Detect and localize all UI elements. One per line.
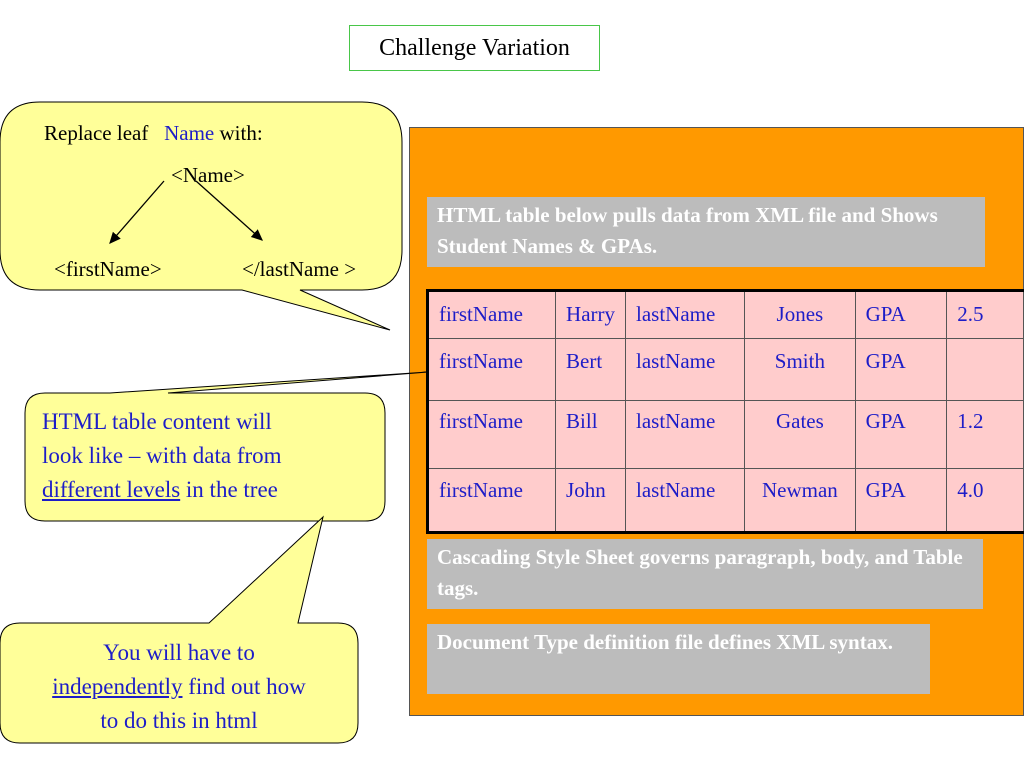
table-cell: Newman: [744, 468, 856, 533]
table-cell: firstName: [426, 338, 557, 401]
table-row: firstName John lastName Newman GPA 4.0: [426, 468, 1024, 533]
table-cell: lastName: [625, 290, 746, 339]
replace-leaf-line: Replace leaf Name with:: [44, 121, 263, 146]
tree-callout-bubble: [0, 101, 403, 331]
student-gpa-table: firstName Harry lastName Jones GPA 2.5 f…: [426, 289, 1024, 534]
note-dtd: Document Type definition file defines XM…: [427, 624, 930, 694]
table-row: firstName Bert lastName Smith GPA: [426, 338, 1024, 401]
table-cell: Smith: [744, 338, 856, 401]
table-cell: Bert: [555, 338, 627, 401]
table-cell: 4.0: [946, 468, 1024, 533]
table-row: firstName Harry lastName Jones GPA 2.5: [426, 290, 1024, 339]
table-cell: GPA: [854, 290, 948, 339]
table-cell: firstName: [426, 400, 557, 469]
table-cell: GPA: [854, 468, 948, 533]
html-callout-bubble: [0, 515, 359, 744]
html-callout-text: You will have to independently find out …: [0, 636, 358, 738]
table-cell: GPA: [854, 400, 948, 469]
table-cell: Jones: [744, 290, 856, 339]
note-xml-table: HTML table below pulls data from XML fil…: [427, 197, 985, 267]
table-cell: firstName: [426, 290, 557, 339]
table-cell: John: [555, 468, 627, 533]
html-callout-line2: independently find out how: [0, 670, 358, 704]
table-callout-after: in the tree: [180, 477, 278, 502]
html-callout-line3: to do this in html: [100, 708, 258, 733]
table-cell: 1.2: [946, 400, 1024, 469]
table-cell: Bill: [555, 400, 627, 469]
replace-leaf-prefix: Replace leaf: [44, 121, 149, 145]
table-callout-text: HTML table content will look like – with…: [42, 405, 372, 507]
table-callout-bubble: [24, 371, 429, 522]
table-cell: lastName: [625, 338, 746, 401]
table-cell: firstName: [426, 468, 557, 533]
note-css: Cascading Style Sheet governs paragraph,…: [427, 539, 983, 609]
html-callout-after: find out how: [182, 674, 306, 699]
html-callout-line1: You will have to: [103, 640, 255, 665]
tree-left-child: <firstName>: [54, 257, 162, 281]
table-callout-line1: HTML table content will: [42, 409, 272, 434]
table-callout-line2: look like – with data from: [42, 443, 282, 468]
table-cell: lastName: [625, 468, 746, 533]
tree-right-child: </lastName >: [242, 257, 357, 281]
replace-leaf-suffix: with:: [219, 121, 263, 145]
table-cell: [946, 338, 1024, 401]
tree-root-node: <Name>: [171, 163, 245, 187]
table-cell: 2.5: [946, 290, 1024, 339]
tree-arrow-left: [109, 180, 165, 244]
html-callout-underlined: independently: [52, 674, 183, 699]
table-cell: GPA: [854, 338, 948, 401]
table-callout-underlined: different levels: [42, 477, 181, 502]
table-cell: lastName: [625, 400, 746, 469]
tree-arrow-right: [195, 180, 263, 241]
table-cell: Harry: [555, 290, 627, 339]
leaf-name: Name: [164, 121, 215, 145]
table-cell: Gates: [744, 400, 856, 469]
slide-title: Challenge Variation: [349, 25, 600, 71]
table-row: firstName Bill lastName Gates GPA 1.2: [426, 400, 1024, 469]
table-callout-line3: different levels in the tree: [42, 473, 372, 507]
